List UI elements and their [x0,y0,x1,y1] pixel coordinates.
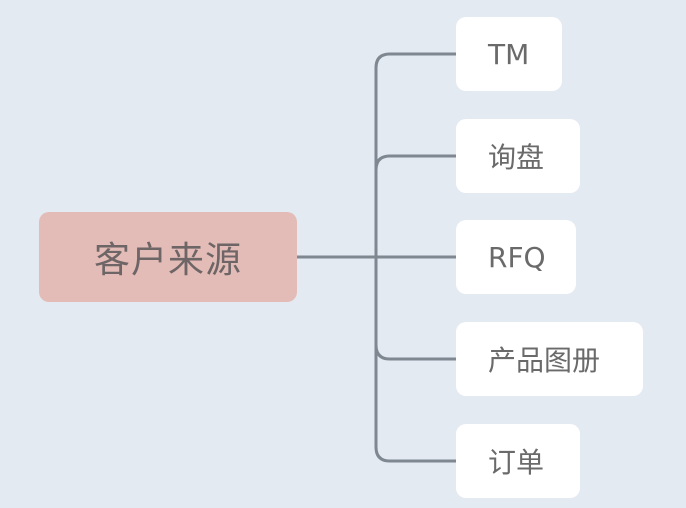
branch-node-label: 产品图册 [488,344,601,377]
branch-node-inquiry[interactable]: 询盘 [456,119,580,193]
branch-node-tm[interactable]: TM [456,17,562,91]
connector-branch-5 [374,255,458,463]
branch-node-order[interactable]: 订单 [456,424,580,498]
branch-node-catalog[interactable]: 产品图册 [456,322,643,396]
connector-branch-2 [374,154,458,259]
connector-branch-4 [374,255,458,361]
branch-node-rfq[interactable]: RFQ [456,220,576,294]
connector-branch-1 [374,52,458,259]
branch-node-label: RFQ [488,240,546,274]
root-node[interactable]: 客户来源 [39,212,297,302]
branch-node-label: TM [488,37,530,71]
branch-node-label: 询盘 [488,141,545,174]
branch-node-label: 订单 [488,446,545,479]
root-node-label: 客户来源 [93,240,242,281]
